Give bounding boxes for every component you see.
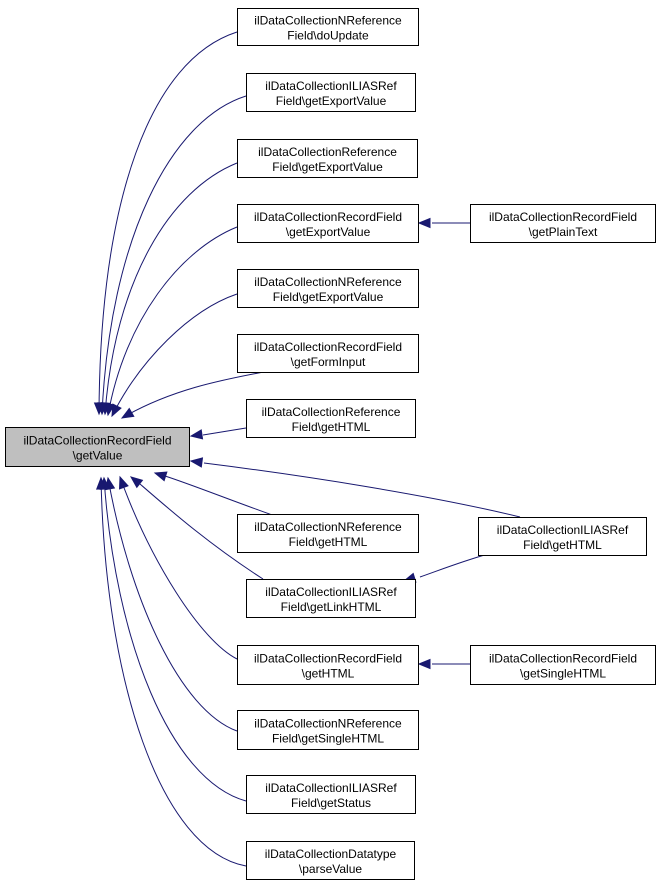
caller-node-9-label-line1: ilDataCollectionRecordField <box>254 652 402 666</box>
caller-node-4-label-line1: ilDataCollectionNReference <box>254 275 402 289</box>
edge-caller-2 <box>104 162 238 415</box>
edge-caller-4-arrowhead <box>111 403 122 418</box>
secondary-node-1-box <box>478 517 647 556</box>
secondary-node-2-box <box>470 645 656 685</box>
caller-node-1-label-line2: Field\getExportValue <box>276 94 387 108</box>
secondary-node-2[interactable]: ilDataCollectionRecordField\getSingleHTM… <box>470 645 656 685</box>
secondary-node-0-label-line1: ilDataCollectionRecordField <box>489 210 637 224</box>
edge-caller-5 <box>121 370 270 419</box>
edge-caller-4 <box>111 293 238 417</box>
caller-node-2-label-line2: Field\getExportValue <box>272 160 383 174</box>
caller-node-6-label-line1: ilDataCollectionReference <box>262 405 401 419</box>
caller-node-8[interactable]: ilDataCollectionILIASRefField\getLinkHTM… <box>246 579 416 618</box>
secondary-node-2-label-line1: ilDataCollectionRecordField <box>489 652 637 666</box>
caller-node-5-label-line1: ilDataCollectionRecordField <box>254 340 402 354</box>
edge-caller-9 <box>119 476 238 660</box>
caller-node-2[interactable]: ilDataCollectionReferenceField\getExport… <box>237 139 418 178</box>
caller-node-3-box <box>237 204 419 243</box>
caller-node-12[interactable]: ilDataCollectionDatatype\parseValue <box>246 841 415 880</box>
caller-node-9[interactable]: ilDataCollectionRecordField\getHTML <box>237 645 419 685</box>
edge-caller-12-arrowhead <box>95 476 107 490</box>
caller-node-6-label-line2: Field\getHTML <box>292 420 371 434</box>
caller-node-10-label-line2: Field\getSingleHTML <box>272 732 384 746</box>
caller-node-0-box <box>237 8 419 46</box>
edge-caller-5-arrowhead <box>120 407 135 419</box>
graph-nodes: ilDataCollectionRecordField\getValueilDa… <box>5 8 656 880</box>
edge-caller-8-arrowhead <box>129 476 144 489</box>
caller-node-9-box <box>237 645 419 685</box>
graph-edges <box>93 31 521 867</box>
caller-node-7-label-line1: ilDataCollectionNReference <box>254 520 402 534</box>
edge-caller-9-arrowhead <box>118 475 129 490</box>
caller-node-5[interactable]: ilDataCollectionRecordField\getFormInput <box>237 334 419 373</box>
caller-node-1-label-line1: ilDataCollectionILIASRef <box>265 79 397 93</box>
caller-node-6-box <box>246 399 416 438</box>
caller-node-3-label-line2: \getExportValue <box>286 225 371 239</box>
root-node-getvalue-label-line1: ilDataCollectionRecordField <box>23 434 171 448</box>
root-node-getvalue-box <box>5 427 190 467</box>
secondary-node-0[interactable]: ilDataCollectionRecordField\getPlainText <box>470 204 656 243</box>
caller-node-3-label-line1: ilDataCollectionRecordField <box>254 210 402 224</box>
caller-node-5-box <box>237 334 419 373</box>
edge-secondary-1-root <box>203 462 521 518</box>
caller-node-12-label-line1: ilDataCollectionDatatype <box>265 847 397 861</box>
edge-caller-11 <box>103 477 247 802</box>
caller-node-10[interactable]: ilDataCollectionNReferenceField\getSingl… <box>237 710 419 750</box>
caller-node-4[interactable]: ilDataCollectionNReferenceField\getExpor… <box>237 269 419 308</box>
secondary-node-2-label-line2: \getSingleHTML <box>520 667 606 681</box>
caller-node-0-label-line1: ilDataCollectionNReference <box>254 14 402 28</box>
edge-caller-3 <box>107 226 238 416</box>
edge-caller-7 <box>164 475 276 517</box>
caller-node-8-label-line1: ilDataCollectionILIASRef <box>265 585 397 599</box>
edge-secondary-2-arrowhead <box>417 658 431 670</box>
caller-node-2-label-line1: ilDataCollectionReference <box>258 145 397 159</box>
root-node-getvalue-label-line2: \getValue <box>73 449 123 463</box>
caller-node-0-label-line2: Field\doUpdate <box>287 29 369 43</box>
edge-caller-0 <box>98 31 238 415</box>
caller-node-11-label-line2: Field\getStatus <box>291 796 371 810</box>
caller-node-12-box <box>246 841 415 880</box>
caller-node-4-label-line2: Field\getExportValue <box>273 290 384 304</box>
edge-secondary-0-arrowhead <box>417 217 431 229</box>
edge-caller-6-arrowhead <box>189 429 204 440</box>
caller-node-1-box <box>246 73 416 112</box>
root-node-getvalue[interactable]: ilDataCollectionRecordField\getValue <box>5 427 190 467</box>
edge-caller-10 <box>107 477 238 732</box>
secondary-node-0-box <box>470 204 656 243</box>
caller-node-2-box <box>237 139 418 178</box>
secondary-node-0-label-line2: \getPlainText <box>529 225 598 239</box>
caller-node-8-box <box>246 579 416 618</box>
caller-node-8-label-line2: Field\getLinkHTML <box>281 600 382 614</box>
caller-node-10-label-line1: ilDataCollectionNReference <box>254 717 402 731</box>
edge-caller-1 <box>101 95 247 415</box>
caller-node-7-label-line2: Field\getHTML <box>289 535 368 549</box>
caller-node-1[interactable]: ilDataCollectionILIASRefField\getExportV… <box>246 73 416 112</box>
caller-node-11-box <box>246 775 416 814</box>
edge-secondary-1-root-arrowhead <box>189 457 204 468</box>
caller-node-3[interactable]: ilDataCollectionRecordField\getExportVal… <box>237 204 419 243</box>
caller-node-4-box <box>237 269 419 308</box>
edge-caller-7-arrowhead <box>153 471 168 482</box>
edge-caller-3-arrowhead <box>104 402 116 417</box>
edge-caller-6 <box>202 427 247 436</box>
secondary-node-1-label-line2: Field\getHTML <box>523 538 602 552</box>
caller-node-12-label-line2: \parseValue <box>299 862 362 876</box>
caller-node-7-box <box>237 514 419 553</box>
caller-node-9-label-line2: \getHTML <box>302 667 355 681</box>
secondary-node-1-label-line1: ilDataCollectionILIASRef <box>497 523 629 537</box>
caller-node-10-box <box>237 710 419 750</box>
caller-node-5-label-line2: \getFormInput <box>291 355 366 369</box>
edge-secondary-1-link <box>419 553 489 578</box>
caller-node-11-label-line1: ilDataCollectionILIASRef <box>265 781 397 795</box>
edge-caller-12 <box>100 477 247 867</box>
edge-caller-8 <box>139 483 264 580</box>
